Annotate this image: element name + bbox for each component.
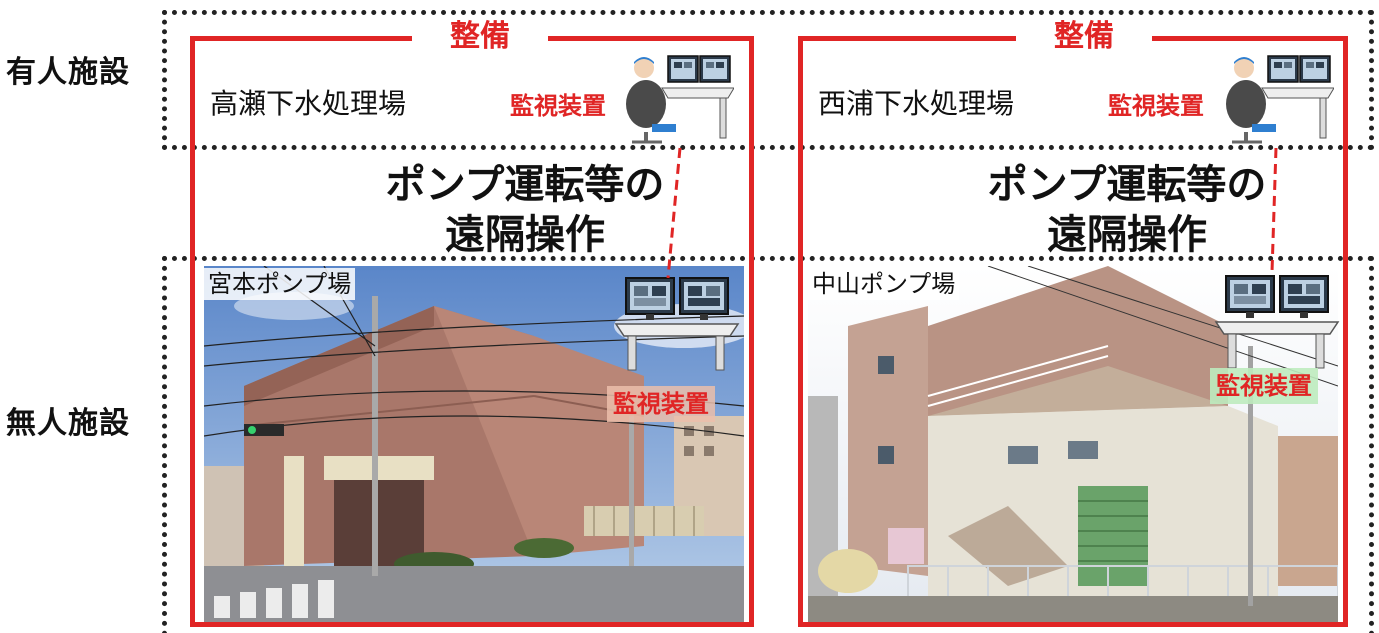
nakayama-pump-station-name: 中山ポンプ場: [808, 268, 960, 300]
monitor-desk-icon: [612, 274, 742, 378]
remote-operation-text-right: ポンプ運転等の 遠隔操作: [962, 160, 1292, 260]
unstaffed-facility-zone: [162, 256, 1374, 633]
site-monitor-label-left: 監視装置: [607, 386, 715, 422]
site-monitor-label-right: 監視装置: [1210, 368, 1318, 404]
plant-monitor-label-right: 監視装置: [1108, 92, 1204, 120]
remote-operation-line1: ポンプ運転等の: [987, 162, 1267, 208]
operator-at-desk-icon: [622, 54, 735, 148]
remote-operation-line2: 遠隔操作: [1047, 212, 1207, 258]
miyamoto-pump-station-name: 宮本ポンプ場: [204, 268, 356, 300]
operator-at-desk-icon: [1222, 54, 1335, 148]
miyamoto-pump-station-photo: [204, 266, 744, 622]
remote-operation-text-left: ポンプ運転等の 遠隔操作: [360, 160, 690, 260]
unstaffed-facility-label: 無人施設: [6, 406, 130, 441]
maintenance-badge-left: 整備: [412, 20, 548, 54]
maintenance-badge-right: 整備: [1016, 20, 1152, 54]
plant-monitor-label-left: 監視装置: [510, 92, 606, 120]
monitor-desk-icon: [1212, 272, 1342, 376]
remote-operation-line2: 遠隔操作: [445, 212, 605, 258]
staffed-facility-label: 有人施設: [6, 55, 130, 90]
takase-treatment-plant-name: 高瀬下水処理場: [210, 87, 407, 120]
nishiura-treatment-plant-name: 西浦下水処理場: [818, 87, 1015, 120]
staffed-facility-zone: [162, 10, 1374, 150]
remote-operation-line1: ポンプ運転等の: [385, 162, 665, 208]
